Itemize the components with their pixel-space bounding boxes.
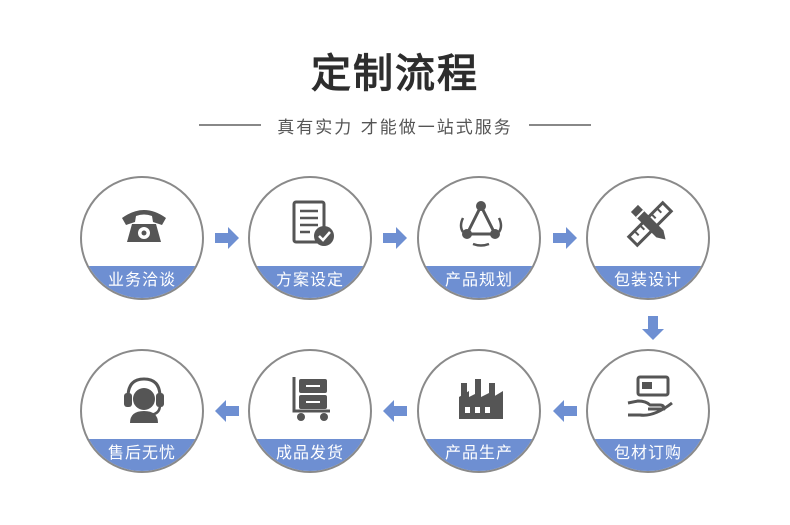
arrow-right-icon <box>381 224 409 252</box>
step-package-design: 包装设计 <box>586 176 710 300</box>
step-production: 产品生产 <box>417 349 541 473</box>
step-label: 产品生产 <box>419 439 539 471</box>
step-label: 包装设计 <box>588 266 708 298</box>
subtitle-divider-right <box>528 124 591 126</box>
hand-card-icon <box>624 371 676 423</box>
subtitle-divider-left <box>199 124 262 126</box>
arrow-left-icon <box>381 397 409 425</box>
step-after-sales: 售后无忧 <box>80 349 204 473</box>
arrow-right-icon <box>551 224 579 252</box>
arrow-right-icon <box>213 224 241 252</box>
arrow-down-icon <box>639 314 667 342</box>
step-product-planning: 产品规划 <box>417 176 541 300</box>
subtitle: 真有实力 才能做一站式服务 <box>277 117 513 138</box>
step-label: 售后无忧 <box>82 439 202 471</box>
step-label: 包材订购 <box>588 439 708 471</box>
step-business-talk: 业务洽谈 <box>80 176 204 300</box>
step-shipping: 成品发货 <box>248 349 372 473</box>
factory-icon <box>455 371 507 423</box>
arrow-left-icon <box>551 397 579 425</box>
subtitle-row: 真有实力 才能做一站式服务 <box>0 110 790 140</box>
step-label: 业务洽谈 <box>82 266 202 298</box>
cart-boxes-icon <box>286 371 338 423</box>
headset-agent-icon <box>118 371 170 423</box>
network-triangle-icon <box>455 198 507 250</box>
step-label: 产品规划 <box>419 266 539 298</box>
step-material-order: 包材订购 <box>586 349 710 473</box>
telephone-icon <box>118 198 170 250</box>
page-title: 定制流程 <box>311 51 479 97</box>
step-label: 方案设定 <box>250 266 370 298</box>
step-label: 成品发货 <box>250 439 370 471</box>
step-plan-setting: 方案设定 <box>248 176 372 300</box>
arrow-left-icon <box>213 397 241 425</box>
pencil-ruler-icon <box>624 198 676 250</box>
document-check-icon <box>286 198 338 250</box>
